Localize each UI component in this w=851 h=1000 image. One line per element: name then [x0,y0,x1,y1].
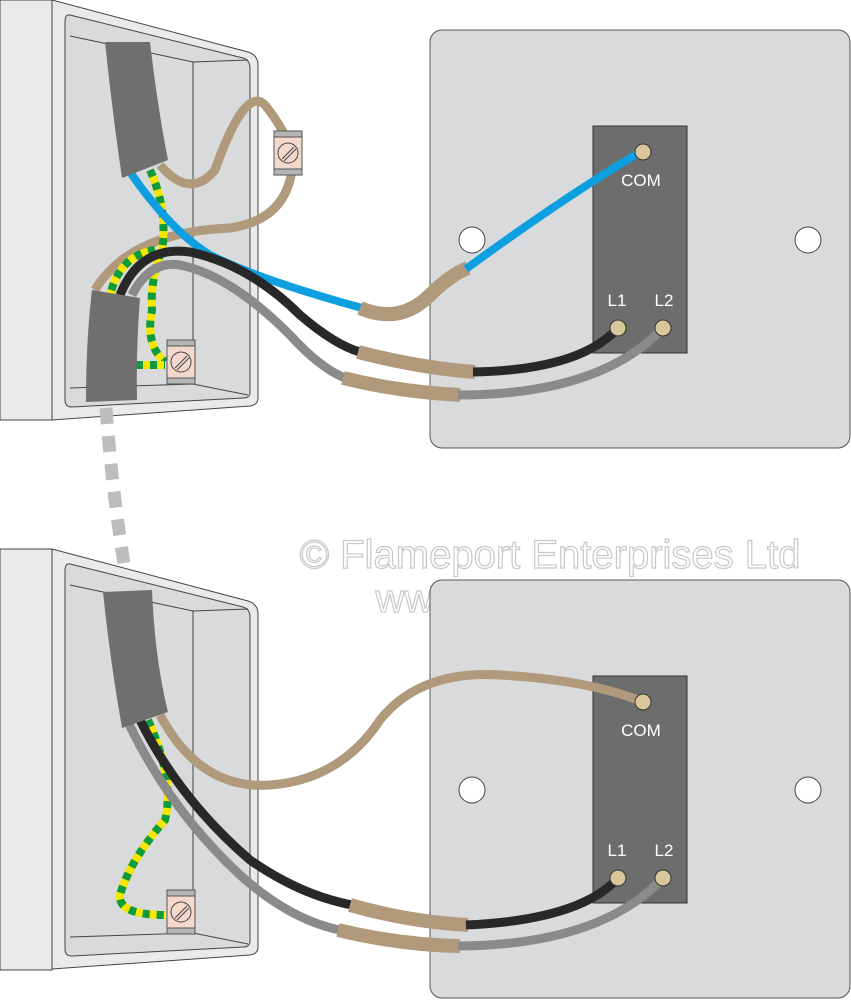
bottom-terminals [609,693,672,887]
top-terminals [609,143,672,337]
bottom-switch-plate: COM L1 L2 [429,579,851,999]
screw-hole-icon [458,776,486,804]
switch-mechanism [592,125,688,354]
watermark-copyright: © Flameport Enterprises Ltd [300,533,801,577]
screw-hole-icon [794,226,822,254]
switch-mechanism [592,675,688,904]
terminal-label-l2: L2 [655,841,674,860]
cable-sheath [103,590,168,728]
terminal-connector-icon [273,130,303,176]
earth-connector-icon [166,889,196,935]
earth-connector-icon [166,339,196,385]
terminal-label-com: COM [621,721,661,740]
bottom-backbox [0,548,259,971]
terminal-label-l1: L1 [608,841,627,860]
terminal-label-com: COM [621,171,661,190]
bottom-wiring [103,590,667,953]
top-wiring [86,42,667,402]
terminal-label-l1: L1 [608,291,627,310]
cable-sheath [86,290,140,402]
screw-hole-icon [458,226,486,254]
terminal-label-l2: L2 [655,291,674,310]
terminal-screw-icon [634,143,652,161]
terminal-screw-icon [654,869,672,887]
cable-between-boxes [99,407,132,572]
cable-sheath [105,42,168,178]
terminal-screw-icon [654,319,672,337]
terminal-screw-icon [609,319,627,337]
terminal-screw-icon [634,693,652,711]
terminal-screw-icon [609,869,627,887]
screw-hole-icon [794,776,822,804]
top-switch-plate: COM L1 L2 [429,29,851,449]
